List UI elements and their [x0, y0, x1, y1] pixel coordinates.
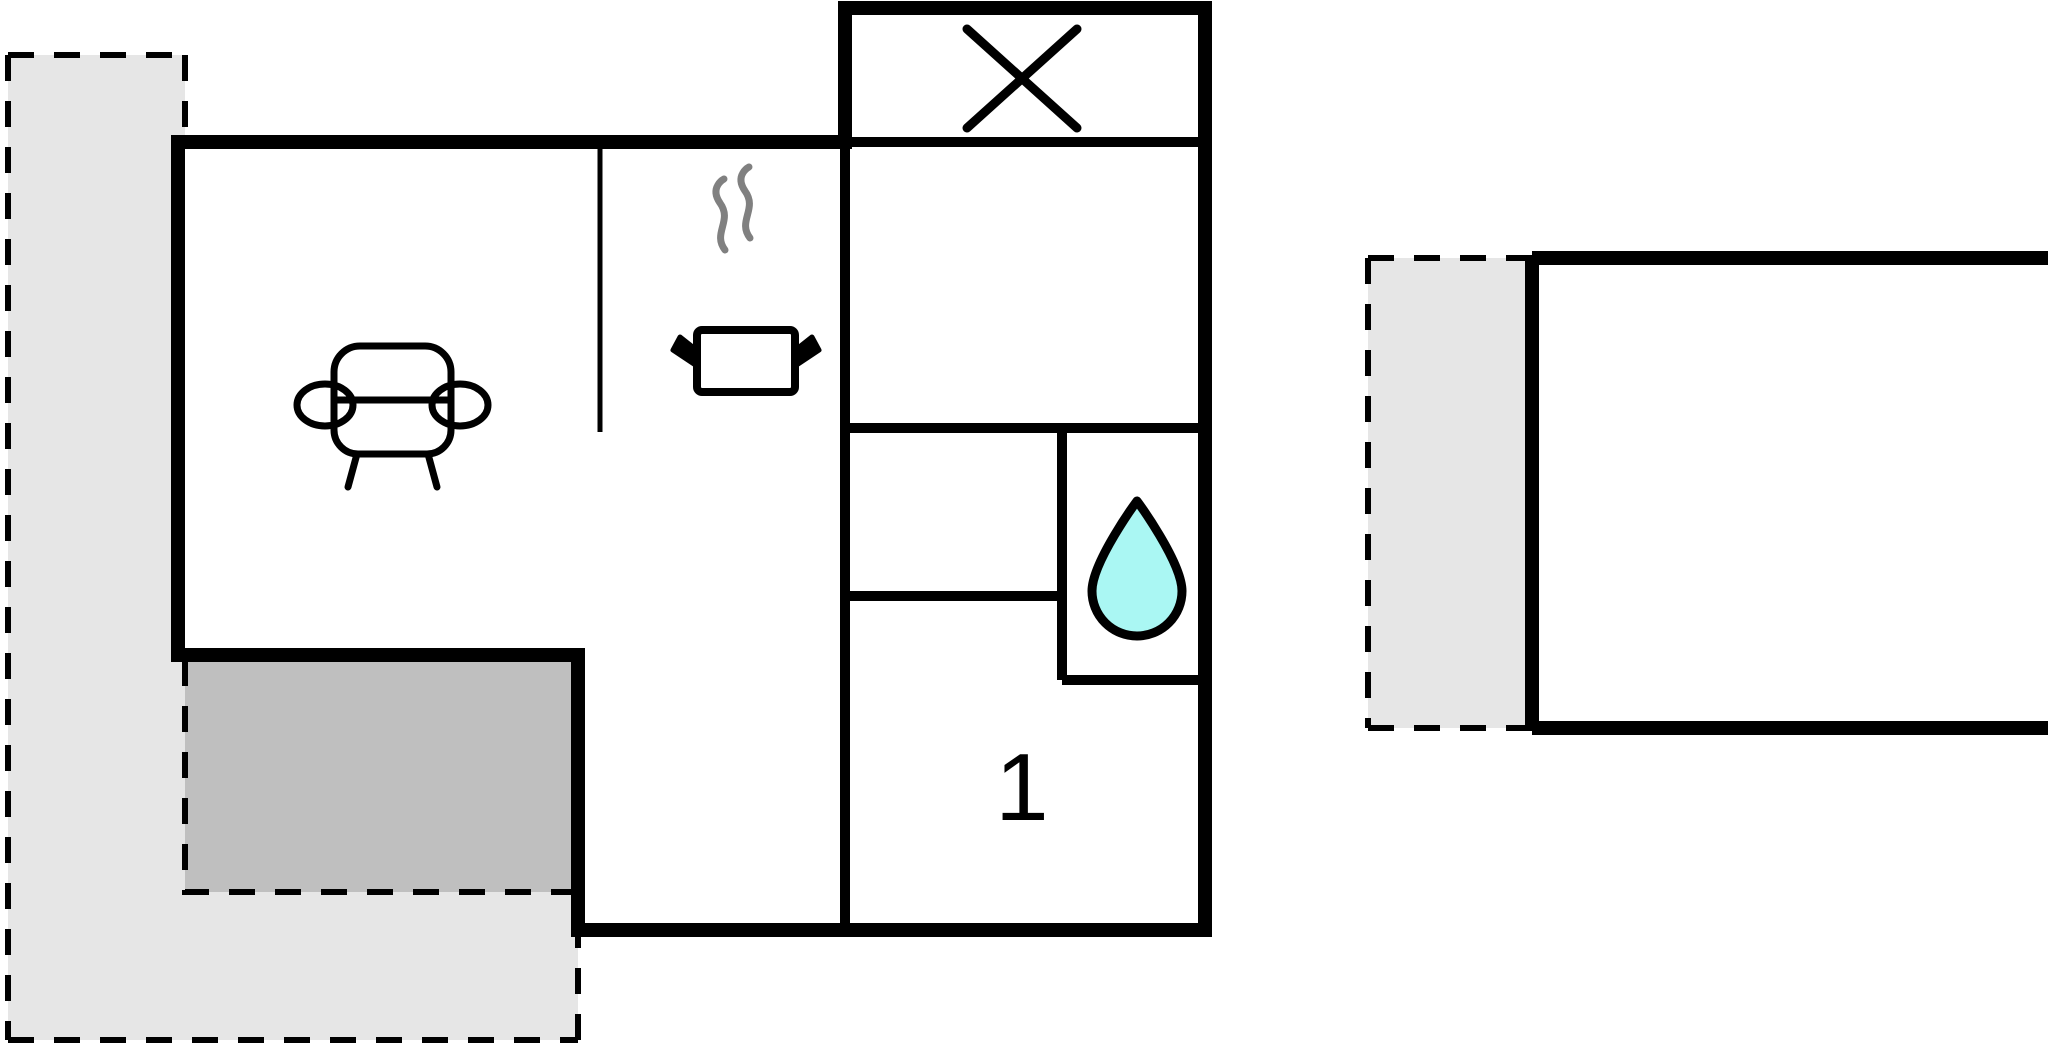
secondary-building-interior — [1532, 258, 2048, 728]
main-building-outer-wall — [171, 1, 1212, 937]
terrace-right-fill — [1368, 258, 1536, 728]
terrace-right — [1365, 255, 1536, 731]
water-drop-shape — [1087, 496, 1187, 641]
water-drop-icon — [1087, 496, 1187, 641]
cross-icon — [962, 24, 1082, 133]
secondary-building-outer-wall — [1525, 251, 2048, 735]
cooking-pot-icon — [670, 163, 822, 396]
sofa-icon — [293, 342, 492, 491]
covered-terrace-dashed-edge — [182, 660, 577, 895]
secondary-building — [1525, 251, 2048, 735]
room-number-1: 1 — [995, 734, 1048, 841]
cross-stroke-b — [962, 24, 1082, 133]
pot-body — [693, 326, 799, 396]
covered-terrace — [182, 660, 577, 895]
terrace-right-dashed-edge — [1365, 255, 1536, 731]
main-building-interior — [178, 8, 1205, 930]
steam-line-left — [712, 175, 729, 254]
steam-line-right — [737, 163, 754, 242]
covered-terrace-fill — [185, 660, 577, 892]
